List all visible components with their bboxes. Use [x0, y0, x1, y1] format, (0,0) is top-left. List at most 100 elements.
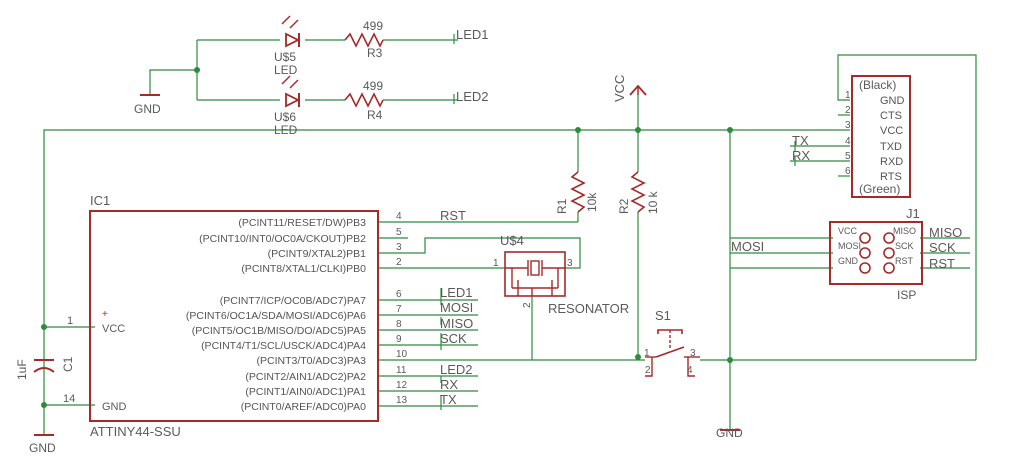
r2-ref: R2 [617, 198, 631, 214]
ftdi-pin-name: VCC [880, 125, 903, 137]
gnd-top-label: GND [134, 102, 161, 116]
net-sck-isp-label: SCK [929, 240, 956, 255]
ic1-net-labels: RST LED1 MOSI MISO SCK LED2 RX TX [440, 208, 473, 407]
ftdi-pin-number: 1 [845, 90, 851, 101]
led-1-type: LED [274, 63, 298, 77]
resonator-pin-2: 2 [522, 302, 533, 308]
c1-value: 1uF [15, 359, 29, 380]
ftdi-pin-number: 3 [845, 120, 851, 131]
ic1-pin-name: (PCINT2/AIN1/ADC2)PA2 [245, 371, 366, 383]
ic1-pin-number: 6 [396, 289, 402, 300]
gnd-symbol-top: GND [134, 94, 161, 116]
ic1-vcc-label: VCC [102, 323, 125, 335]
switch-ref: S1 [655, 308, 671, 323]
net-sck-ic-label: SCK [440, 331, 467, 346]
ic1-pin-name: (PCINT10/INT0/OC0A/CKOUT)PB2 [199, 233, 366, 245]
ftdi-pin-name: GND [880, 95, 905, 107]
r4-value: 499 [363, 79, 383, 93]
r3-ref: R3 [367, 46, 383, 60]
r4-ref: R4 [367, 108, 383, 122]
isp-net-labels: MOSI MISO SCK RST [731, 225, 962, 271]
resonator-pin-1: 1 [493, 258, 499, 269]
resonator-ref: U$4 [500, 233, 524, 248]
vcc-label: VCC [612, 75, 627, 102]
ic1-right-pins: (PCINT11/RESET/DW)PB3 4 (PCINT10/INT0/OC0A… [186, 211, 408, 413]
resistor-r3: 499 R3 [344, 19, 384, 60]
net-rst-label: RST [440, 208, 466, 223]
ic1-pin-number: 2 [396, 257, 402, 268]
net-rst-isp-label: RST [929, 256, 955, 271]
net-led1-label: LED1 [456, 27, 489, 42]
net-led1-ic-label: LED1 [440, 285, 473, 300]
switch-pin-1: 1 [644, 348, 650, 359]
ic1-pin-name: (PCINT9/XTAL2)PB1 [268, 248, 367, 260]
net-rx-ftdi-label: RX [792, 148, 810, 163]
resistor-r1: R1 10k [555, 171, 599, 214]
ftdi-pin-number: 6 [845, 166, 851, 177]
net-led2-label: LED2 [456, 89, 489, 104]
ic1-pin-number: 12 [396, 380, 408, 391]
net-rx-ic-label: RX [440, 377, 458, 392]
switch-pin-3: 3 [690, 348, 696, 359]
ic1-pin-name: (PCINT3/T0/ADC3)PA3 [257, 355, 367, 367]
ftdi-pin-number: 2 [845, 105, 851, 116]
resistor-r2: R2 10 k [617, 171, 660, 214]
ftdi-pin-number: 5 [845, 151, 851, 162]
ftdi-pin-name: RXD [880, 156, 903, 168]
ic1-pin-number: 4 [396, 211, 402, 222]
switch-pin-2: 2 [645, 365, 651, 376]
ic1-pin-number: 5 [396, 227, 402, 238]
net-led2-ic-label: LED2 [440, 362, 473, 377]
net-mosi-isp-label: MOSI [731, 239, 764, 254]
led-1: U$5 LED [274, 15, 301, 77]
ic1-gnd-label: GND [102, 401, 127, 413]
isp-header: J1 VCC MOSI GND MISO SCK RST ISP [829, 206, 923, 302]
net-miso-ic-label: MISO [440, 316, 473, 331]
gnd-symbol-right: GND [716, 426, 743, 440]
resonator-name: RESONATOR [548, 301, 629, 316]
r3-value: 499 [363, 19, 383, 33]
ic1-pin-name: (PCINT1/AIN0/ADC1)PA1 [245, 386, 366, 398]
gnd-right-label: GND [716, 426, 743, 440]
ic1-pin-14-num: 14 [63, 393, 75, 405]
ic1-pin-name: (PCINT4/T1/SCL/USCK/ADC4)PA4 [201, 340, 366, 352]
led-1-ref: U$5 [274, 50, 296, 64]
isp-pin-gnd: GND [838, 256, 859, 266]
ic1-pin-number: 3 [396, 242, 402, 253]
resonator-pin-3: 3 [567, 258, 573, 269]
led-2-type: LED [274, 123, 298, 137]
isp-pin-mosi: MOSI [838, 241, 861, 251]
ic1-pin-name: (PCINT7/ICP/OC0B/ADC7)PA7 [220, 295, 366, 307]
r2-value: 10 k [646, 190, 660, 214]
capacitor-c1: 1uF C1 [15, 356, 75, 380]
ic1-ref: IC1 [90, 193, 110, 208]
ftdi-pin-name: TXD [880, 141, 902, 153]
isp-name: ISP [897, 288, 916, 302]
ic1-pin-number: 13 [396, 395, 408, 406]
switch-pin-4: 4 [687, 365, 693, 376]
c1-ref: C1 [61, 356, 75, 372]
svg-text:+: + [102, 309, 108, 320]
r1-value: 10k [585, 192, 599, 212]
ic1-pin-number: 11 [396, 365, 407, 376]
ic1-pin-1-num: 1 [67, 315, 73, 327]
ic1-pin-name: (PCINT8/XTAL1/CLKI)PB0 [241, 263, 366, 275]
ic1-pin-name: (PCINT6/OC1A/SDA/MOSI/ADC6)PA6 [186, 310, 366, 322]
wires [43, 34, 977, 435]
gnd-left-label: GND [29, 441, 56, 455]
ic1-pin-number: 8 [396, 319, 402, 330]
isp-pin-rst: RST [895, 256, 914, 266]
ic1: IC1 ATTINY44-SSU + VCC GND 1 14 [63, 193, 379, 439]
ftdi-pin-name: RTS [880, 171, 902, 183]
isp-pin-miso: MISO [893, 226, 916, 236]
isp-pin-sck: SCK [895, 241, 914, 251]
net-mosi-ic-label: MOSI [440, 300, 473, 315]
ftdi-header: (Black) (Green) [851, 75, 911, 198]
net-tx-ic-label: TX [440, 392, 457, 407]
ic1-pin-number: 7 [396, 304, 402, 315]
ic1-pin-name: (PCINT11/RESET/DW)PB3 [238, 217, 366, 229]
ftdi-top-label: (Black) [859, 78, 896, 92]
ic1-pin-name: (PCINT5/OC1B/MISO/DO/ADC5)PA5 [192, 325, 366, 337]
ftdi-pin-number: 4 [845, 136, 851, 147]
net-miso-isp-label: MISO [929, 225, 962, 240]
